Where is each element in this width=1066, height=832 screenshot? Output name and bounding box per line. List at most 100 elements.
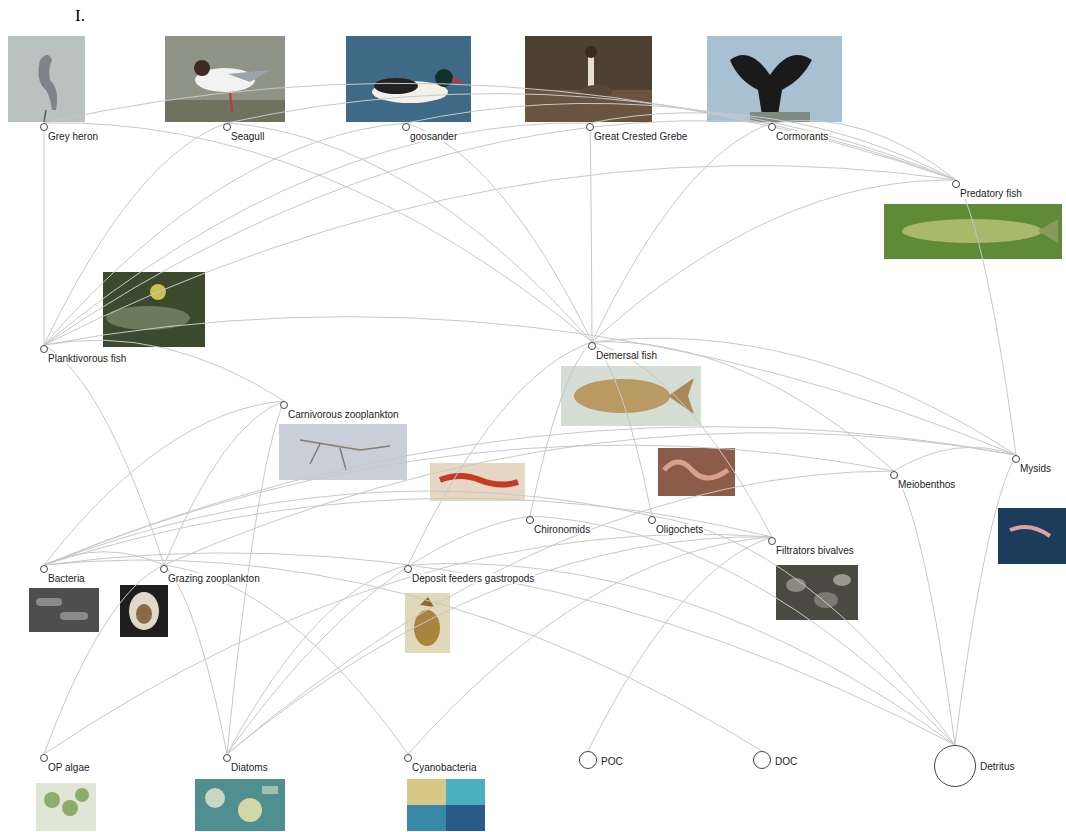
node-marker [935,746,976,787]
trophic-link [592,342,894,471]
species-node: Oligochets [648,516,704,537]
trophic-link [44,83,956,180]
node-marker [589,343,596,350]
species-label: Filtrators bivalves [775,545,855,556]
trophic-link [408,537,772,754]
node-marker [527,517,534,524]
species-label: Detritus [979,761,1015,772]
trophic-link [44,565,164,754]
species-node: Mysids [1012,455,1052,476]
node-marker [580,752,597,769]
trophic-link [408,342,592,565]
species-label: OP algae [47,762,91,773]
trophic-link [227,565,408,754]
species-node: Planktivorous fish [40,345,127,366]
trophic-link [894,447,1016,471]
node-marker [769,538,776,545]
species-label: Meiobenthos [897,479,956,490]
trophic-link [44,445,894,565]
trophic-link [44,123,406,345]
trophic-link [44,345,164,565]
pike-photo [884,204,1062,259]
node-marker [41,346,48,353]
node-marker [891,472,898,479]
node-marker [41,566,48,573]
trophic-link [164,565,408,754]
node-marker [161,566,168,573]
species-node: Diatoms [223,754,269,775]
trophic-link [894,471,955,745]
species-node: Grazing zooplankton [160,565,261,586]
trophic-link [44,553,955,745]
trophic-link [44,427,1016,565]
node-marker [403,124,410,131]
species-node: DOC [753,751,798,769]
trophic-link [164,433,1016,565]
species-label: Oligochets [655,524,704,535]
species-node: Chironomids [526,516,591,537]
species-label: Grazing zooplankton [167,573,261,584]
species-label: Grey heron [47,131,99,142]
trophic-link [406,103,956,180]
trophic-link [227,471,894,754]
cyanobacteria-photo [407,779,485,831]
species-label: Deposit feeders gastropods [411,573,535,584]
trophic-link [44,340,284,401]
node-marker [281,402,288,409]
grazing-zooplankton-photo [120,585,168,637]
species-node: Predatory fish [952,180,1023,201]
species-label: Chironomids [533,524,591,535]
op-algae-photo [36,783,96,831]
goosander-photo [346,36,471,122]
species-node: Bacteria [40,565,86,586]
node-circle [934,745,978,789]
trophic-link [590,123,592,342]
node-circle [753,751,773,771]
trophic-link [44,560,762,751]
trophic-link [44,166,956,345]
node-marker [649,517,656,524]
trophic-link [164,565,227,754]
carp-photo [561,366,701,426]
bacteria-photo [29,588,99,632]
node-marker [224,124,231,131]
trophic-link [227,537,772,754]
species-label: Mysids [1019,463,1052,474]
species-label: DOC [774,756,798,767]
species-label: Seagull [230,131,265,142]
node-marker [405,566,412,573]
trophic-link [772,120,956,180]
species-label: Planktivorous fish [47,353,127,364]
node-marker [224,755,231,762]
species-node: Grey heron [40,123,99,144]
diatoms-photo [195,779,285,831]
species-node: Demersal fish [588,342,658,363]
seagull-photo [165,36,285,122]
trophic-link [44,121,772,345]
species-node: Cormorants [768,123,829,144]
node-marker [769,124,776,131]
species-node: Deposit feeders gastropods [404,565,535,586]
species-node: Meiobenthos [890,471,956,492]
trophic-link [592,180,956,342]
species-label: Predatory fish [959,188,1023,199]
trophic-link [44,534,772,754]
node-marker [41,124,48,131]
species-label: POC [600,756,624,767]
species-node: Cyanobacteria [404,754,477,775]
species-label: Carnivorous zooplankton [287,409,400,420]
species-label: Bacteria [47,573,86,584]
trophic-link [44,123,592,342]
trophic-link [956,180,1016,455]
grebe-photo [525,36,652,122]
trophic-link [955,455,1016,745]
species-label: Great Crested Grebe [593,131,688,142]
species-node: Detritus [934,745,1015,787]
species-node: Seagull [223,123,265,144]
species-label: Diatoms [230,762,269,773]
node-marker [754,752,771,769]
species-label: Cyanobacteria [411,762,477,773]
trophic-link [408,563,955,745]
